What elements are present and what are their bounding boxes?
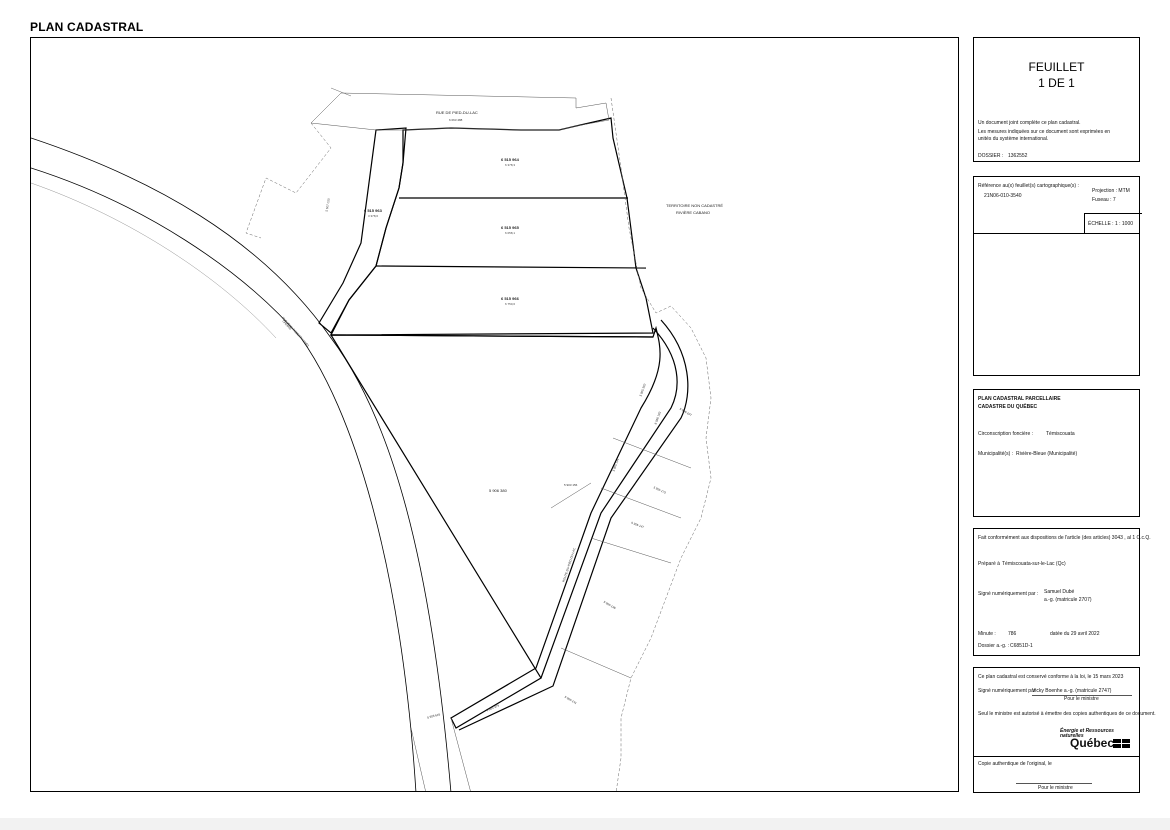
territory-label-2: RIVIÈRE CABANO: [676, 210, 711, 215]
preparation-panel: Fait conformément aux dispositions de l'…: [973, 528, 1151, 656]
conformity-panel: Ce plan cadastral est conservé conforme …: [973, 667, 1156, 793]
copie-pour: Pour le ministre: [1038, 785, 1073, 791]
reference-value: 21N06-010-3540: [984, 193, 1022, 199]
lot-label: 5 903 156: [564, 483, 578, 487]
conformity-signe-label: Signé numériquement par :: [978, 688, 1039, 694]
feuillet-note: Un document joint complète ce plan cadas…: [978, 120, 1081, 126]
datee: datée du 29 avril 2022: [1050, 631, 1100, 637]
lot-area: 6 378,3: [505, 163, 516, 167]
street-lot: 6 063 488: [449, 118, 463, 122]
plan-info-panel: PLAN CADASTRAL PARCELLAIRE CADASTRE DU Q…: [973, 389, 1140, 517]
muni-value: Rivière-Bleue (Municipalité): [1016, 451, 1078, 457]
fleur-de-lis-icon: [1113, 739, 1130, 748]
minute-value: 786: [1008, 631, 1017, 637]
lot-number: 6 515 966: [501, 296, 519, 301]
parcel-5906380: [329, 325, 661, 729]
lot-number: 6 515 964: [501, 157, 519, 162]
logo-line2: naturelles: [1060, 733, 1084, 739]
bottom-strip: [0, 818, 1170, 830]
fait-text: Fait conformément aux dispositions de l'…: [978, 535, 1151, 541]
road-edge-inner: [31, 167, 417, 791]
conformity-signe-value: Vicky Boenhe a.-g. (matricule 2747): [1032, 688, 1112, 694]
feuillet-title: FEUILLET: [1028, 60, 1085, 74]
feuillet-note: unités du système international.: [978, 136, 1049, 142]
parcel-6515963: [318, 127, 407, 334]
feuillet-pages: 1 DE 1: [1038, 76, 1075, 90]
road-edge-outer: [31, 137, 452, 791]
minute-label: Minute :: [978, 631, 996, 637]
copie-label: Copie authentique de l'original, le: [978, 761, 1052, 767]
reference-panel: Référence au(x) feuillet(s) cartographiq…: [973, 176, 1142, 376]
parcel-group: [330, 117, 654, 336]
cadastral-map: RUE DE PIED-DU-LAC 6 063 488 TERRITOIRE …: [30, 37, 959, 792]
dossier-ag-label: Dossier a.-g. :: [978, 643, 1010, 649]
lot-area: 6 058,1: [505, 231, 516, 235]
fuseau: Fuseau : 7: [1092, 197, 1116, 203]
signe-title: a.-g. (matricule 2707): [1044, 597, 1092, 603]
feuillet-note: Les mesures indiquées sur ce document so…: [978, 129, 1111, 135]
conformity-note: Seul le ministre est autorisé à émettre …: [978, 711, 1156, 717]
prepare-value: Témiscouata-sur-le-Lac (Qc): [1002, 561, 1066, 567]
street-label: RUE DE PIED-DU-LAC: [436, 110, 478, 115]
territory-label-1: TERRITOIRE NON CADASTRÉ: [666, 203, 724, 208]
logo-line1: Énergie et Ressources: [1060, 728, 1114, 734]
circ-value: Témiscouata: [1046, 431, 1075, 437]
lot-label: 5 906 380: [489, 488, 507, 493]
lot-area: 3 378,6: [368, 214, 379, 218]
feuillet-panel: FEUILLET 1 DE 1 Un document joint complè…: [973, 37, 1140, 162]
cadastre-name: CADASTRE DU QUÉBEC: [978, 404, 1038, 410]
quebec-logo: Québec: [1070, 736, 1115, 750]
dossier-value: 1362552: [1008, 153, 1028, 159]
pour-ministre: Pour le ministre: [1064, 696, 1099, 702]
page-title: PLAN CADASTRAL: [30, 20, 144, 34]
reference-label: Référence au(x) feuillet(s) cartographiq…: [978, 183, 1079, 189]
prepare-label: Préparé à: [978, 561, 1000, 567]
conformity-text: Ce plan cadastral est conservé conforme …: [978, 674, 1124, 680]
signe-name: Samuel Dubé: [1044, 589, 1075, 595]
projection: Projection : MTM: [1092, 188, 1130, 194]
plan-type: PLAN CADASTRAL PARCELLAIRE: [978, 396, 1061, 402]
dossier-ag-value: C6851D-1: [1010, 643, 1033, 649]
signe-label: Signé numériquement par :: [978, 591, 1039, 597]
circ-label: Circonscription foncière :: [978, 431, 1034, 437]
echelle: ÉCHELLE : 1 : 1000: [1088, 221, 1134, 227]
lot-number: 6 515 963: [364, 208, 382, 213]
lot-number: 6 515 965: [501, 225, 519, 230]
lot-area: 6 750,6: [505, 302, 516, 306]
map-drawing: [31, 87, 712, 791]
muni-label: Municipalité(s) :: [978, 451, 1014, 457]
dossier-label: DOSSIER :: [978, 153, 1004, 159]
